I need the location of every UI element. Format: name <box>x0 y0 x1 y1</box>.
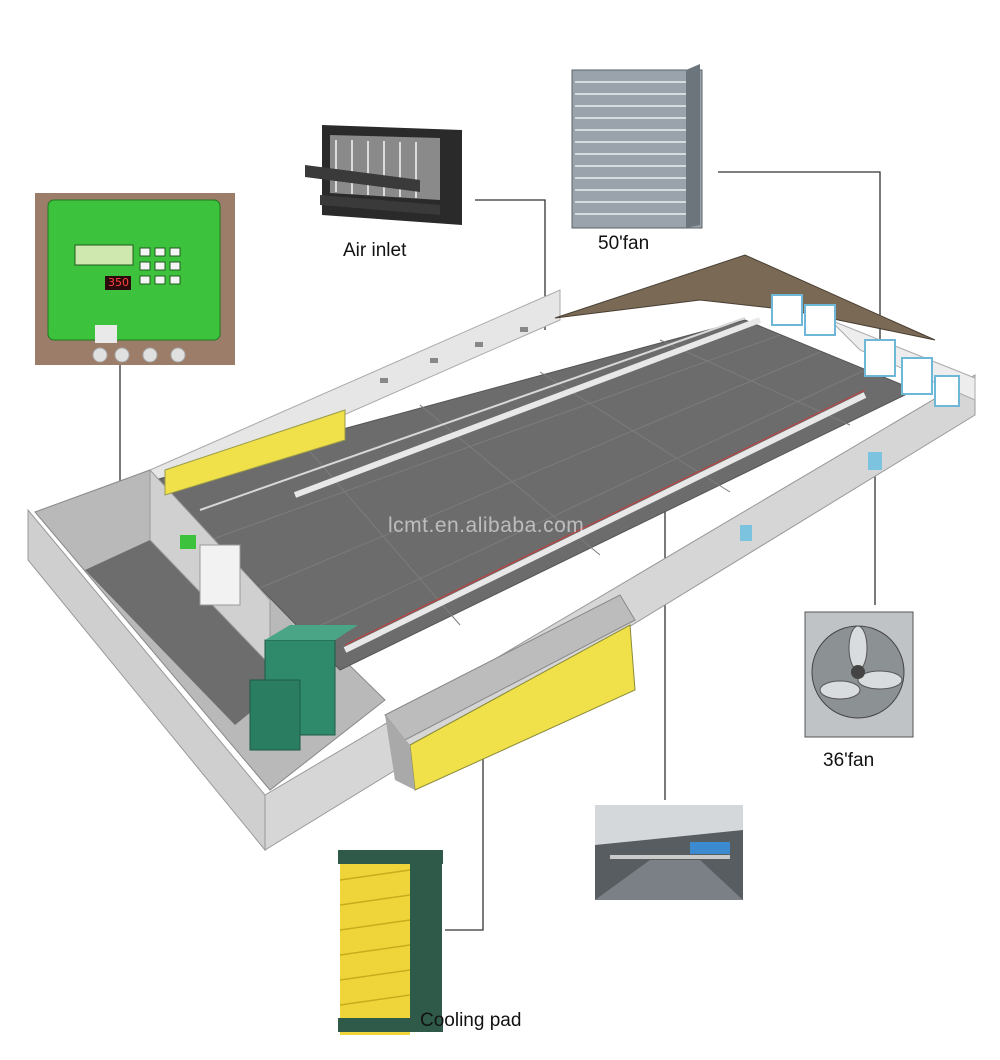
fan36-image <box>804 611 914 738</box>
interior-image <box>595 805 743 900</box>
cooling-pad-front <box>409 624 636 791</box>
watermark: lcmt.en.alibaba.com <box>388 514 585 537</box>
service-room-dark-floor <box>85 540 290 725</box>
end-wall-fans <box>771 294 960 407</box>
controller-glands <box>92 347 186 363</box>
cooling-pad-image <box>338 850 443 1035</box>
controller-display-value: 350 <box>108 276 129 289</box>
feed-line-1 <box>293 317 762 498</box>
controller-keypad <box>139 247 181 285</box>
wall-air-inlets <box>380 327 528 383</box>
water-line <box>199 317 746 511</box>
roof <box>554 254 936 341</box>
fan36-label: 36'fan <box>823 750 875 771</box>
side-wall-fans <box>740 452 882 541</box>
boiler-small <box>249 679 301 751</box>
fan50-label: 50'fan <box>598 233 650 254</box>
cooling-pad-label: Cooling pad <box>420 1010 522 1031</box>
controller-led <box>105 276 131 290</box>
feed-line-2 <box>343 392 867 653</box>
controller-lcd <box>74 244 134 266</box>
air-inlet-label: Air inlet <box>343 240 407 261</box>
fan50-image <box>571 64 703 229</box>
control-panel-box <box>199 544 241 606</box>
feed-line-2-red <box>344 389 866 646</box>
cooling-pad-upper <box>164 409 346 496</box>
control-panel-green <box>180 535 196 549</box>
fan50-connector <box>718 171 881 345</box>
cooling-pad-front-side <box>385 715 415 790</box>
cooling-pad-connector <box>445 720 484 931</box>
boiler-tall-top <box>265 625 358 640</box>
poultry-house <box>27 254 976 852</box>
air-inlet-connector <box>475 199 546 330</box>
air-inlet-image <box>305 125 462 225</box>
controller-image <box>35 193 235 365</box>
